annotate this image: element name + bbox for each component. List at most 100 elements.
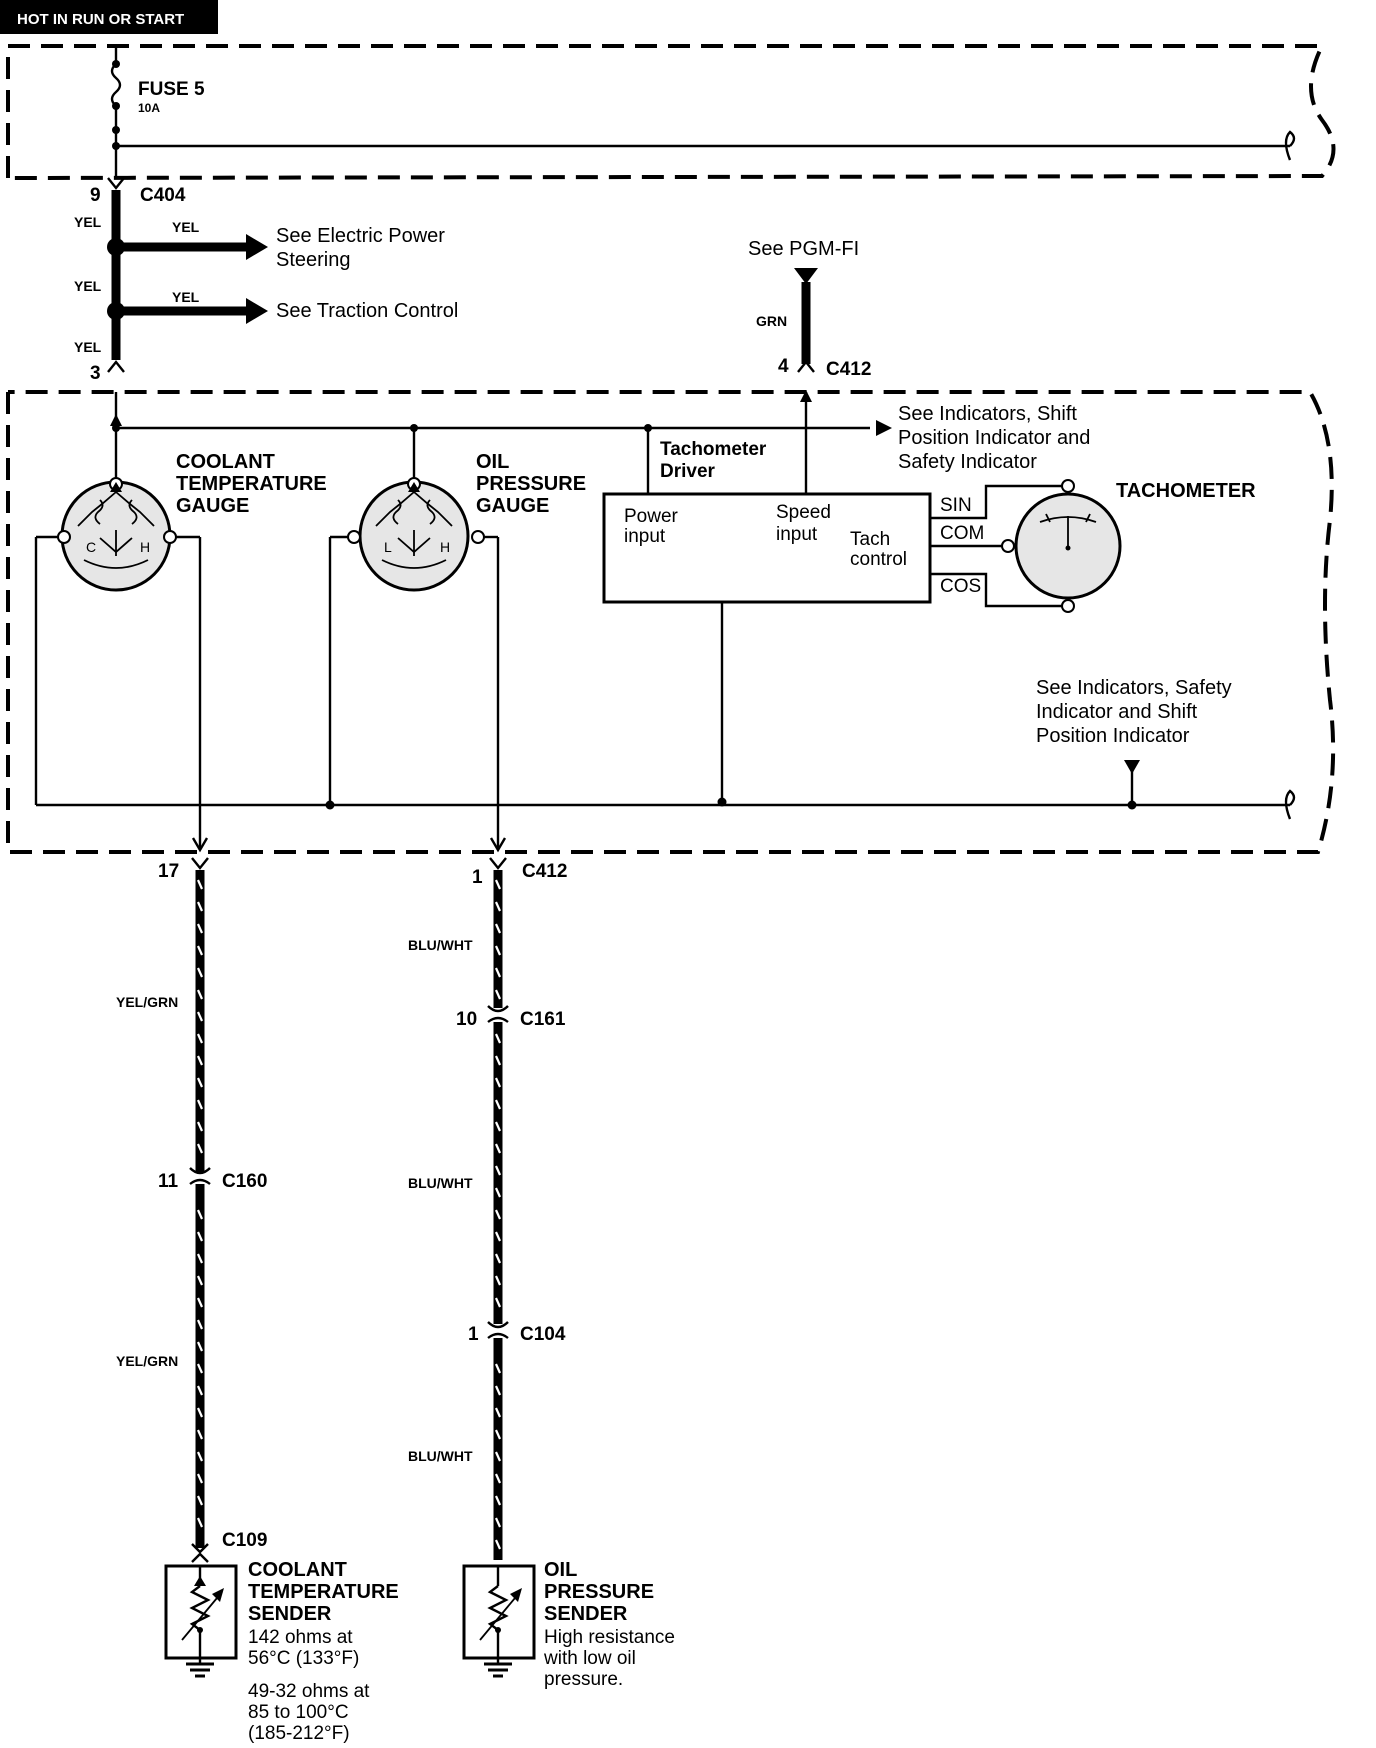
coolant-gauge-c: C: [86, 539, 96, 555]
coolant-gauge-label-3: GAUGE: [176, 495, 249, 517]
c104-connector: [487, 1321, 509, 1339]
tachometer: [930, 479, 1122, 613]
yel-grn-label-1: YEL/GRN: [116, 994, 178, 1010]
tachometer-driver: [602, 428, 932, 802]
power-input-1: Power: [624, 506, 679, 527]
c412-pin-1: 1: [472, 867, 483, 888]
yel-label-1: YEL: [74, 214, 102, 230]
indicators-safety-line1: See Indicators, Safety: [1036, 677, 1232, 699]
traction-wire-label: YEL: [172, 289, 200, 305]
oil-gauge-l: L: [384, 539, 392, 555]
coolant-gauge-label-2: TEMPERATURE: [176, 473, 327, 495]
c160-label: C160: [222, 1171, 267, 1192]
oil-sender-label-2: PRESSURE: [544, 1581, 654, 1603]
oil-sender-label-1: OIL: [544, 1559, 577, 1581]
blu-wht-wire: [493, 870, 503, 1560]
indicators-safety-line2: Indicator and Shift: [1036, 701, 1198, 723]
c160-connector: [189, 1167, 211, 1185]
yel-label-3: YEL: [74, 339, 102, 355]
coolant-sender-spec2-2: 85 to 100°C: [248, 1702, 349, 1723]
c412-top-label: C412: [826, 359, 871, 380]
coolant-sender-label-2: TEMPERATURE: [248, 1581, 399, 1603]
oil-gauge-label-2: PRESSURE: [476, 473, 586, 495]
ground-indicator-arrow: [1124, 760, 1140, 774]
oil-sender-spec-1: High resistance: [544, 1627, 675, 1648]
speed-input-2: input: [776, 524, 818, 545]
blu-wht-label-1: BLU/WHT: [408, 937, 473, 953]
blu-wht-label-3: BLU/WHT: [408, 1448, 473, 1464]
coolant-temp-sender: [164, 1564, 238, 1678]
c404-pin-3: 3: [90, 363, 101, 384]
pgm-ref: See PGM-FI: [748, 238, 859, 260]
c161-connector: [487, 1005, 509, 1023]
c404-pin-9: 9: [90, 185, 101, 206]
indicators-arrow: [876, 420, 892, 436]
coolant-sender-spec1-1: 142 ohms at: [248, 1627, 353, 1648]
eps-ref-line2: Steering: [276, 249, 351, 271]
c412-top-pin: 4: [778, 356, 789, 377]
traction-arrow: [246, 298, 268, 324]
coolant-sender-spec1-2: 56°C (133°F): [248, 1648, 359, 1669]
blu-wht-label-2: BLU/WHT: [408, 1175, 473, 1191]
tach-cos: COS: [940, 576, 981, 597]
tach-control-2: control: [850, 549, 907, 570]
indicators-safety-line3: Position Indicator: [1036, 725, 1190, 747]
tach-driver-label-2: Driver: [660, 461, 716, 482]
fuse-name: FUSE 5: [138, 79, 205, 100]
fuse-box-outline: [6, 44, 1336, 180]
oil-gauge-label-3: GAUGE: [476, 495, 549, 517]
c412-bottom-label: C412: [522, 861, 567, 882]
coolant-sender-spec2-3: (185-212°F): [248, 1723, 350, 1744]
coolant-gauge-h: H: [140, 539, 150, 555]
grn-label: GRN: [756, 313, 787, 329]
oil-pressure-gauge: L H: [347, 428, 485, 592]
c104-pin: 1: [468, 1324, 479, 1345]
oil-sender-spec-2: with low oil: [543, 1648, 636, 1669]
c404-connector: 9 C404 3: [90, 177, 186, 384]
hot-in-run-header: HOT IN RUN OR START: [0, 0, 218, 34]
coolant-sender-label-1: COOLANT: [248, 1559, 347, 1581]
header-label: HOT IN RUN OR START: [17, 11, 184, 28]
traction-ref: See Traction Control: [276, 300, 458, 322]
coolant-sender-label-3: SENDER: [248, 1603, 332, 1625]
tach-sin: SIN: [940, 495, 972, 516]
speed-input-1: Speed: [776, 502, 831, 523]
c412-oil-pin: [489, 857, 507, 870]
tach-control-1: Tach: [850, 529, 890, 550]
tachometer-label: TACHOMETER: [1116, 480, 1256, 502]
c161-pin: 10: [456, 1009, 477, 1030]
power-input-2: input: [624, 526, 666, 547]
c412-top-connector: [797, 360, 815, 373]
tach-driver-label-1: Tachometer: [660, 439, 767, 460]
coolant-sender-spec2-1: 49-32 ohms at: [248, 1681, 370, 1702]
coolant-temp-gauge: C H: [57, 428, 177, 592]
c109-connector: [191, 1543, 209, 1563]
fuse-5: FUSE 5 10A: [110, 46, 1296, 176]
c412-coolant-pin: [191, 857, 209, 870]
fuse-rating: 10A: [138, 101, 160, 115]
yel-grn-wire: [195, 870, 205, 1548]
c161-label: C161: [520, 1009, 566, 1030]
yel-label-2: YEL: [74, 278, 102, 294]
eps-arrow: [246, 234, 268, 260]
eps-ref-line1: See Electric Power: [276, 225, 445, 247]
oil-sender-label-3: SENDER: [544, 1603, 628, 1625]
coolant-gauge-label-1: COOLANT: [176, 451, 275, 473]
oil-pressure-sender: [462, 1564, 536, 1678]
pgm-arrow: [794, 268, 818, 284]
tach-com: COM: [940, 523, 984, 544]
indicators-shift-line2: Position Indicator and: [898, 427, 1090, 449]
c104-label: C104: [520, 1324, 566, 1345]
eps-wire-label: YEL: [172, 219, 200, 235]
yel-grn-label-2: YEL/GRN: [116, 1353, 178, 1369]
indicators-shift-line3: Safety Indicator: [898, 451, 1037, 473]
gauge-assembly-outline: [6, 390, 1336, 854]
c109-label: C109: [222, 1530, 267, 1551]
c412-pin-17: 17: [158, 861, 179, 882]
oil-sender-spec-3: pressure.: [544, 1669, 623, 1690]
c404-label: C404: [140, 185, 186, 206]
indicators-shift-line1: See Indicators, Shift: [898, 403, 1077, 425]
oil-gauge-h: H: [440, 539, 450, 555]
